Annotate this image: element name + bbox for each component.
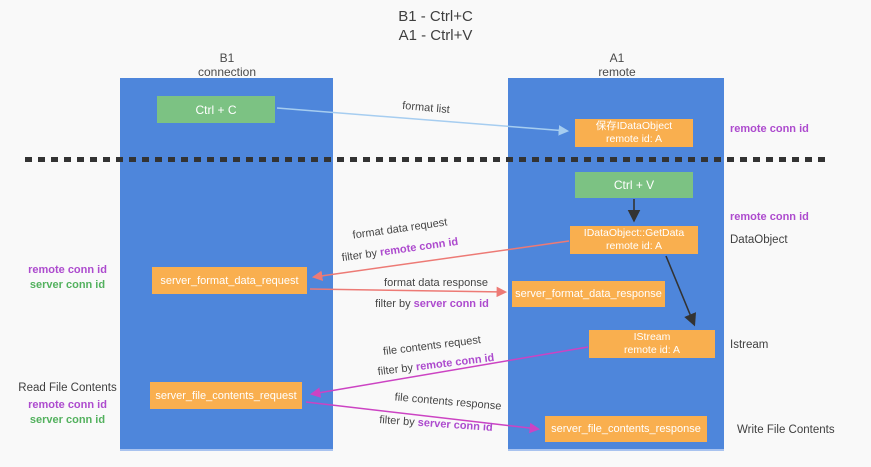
server-conn-id-text: server conn id: [413, 298, 489, 310]
phase-divider-dashed-line: [25, 157, 831, 162]
node-getdata-line1: IDataObject::GetData: [583, 227, 685, 239]
label-format-data-response: format data response: [384, 277, 488, 289]
label-filter-by-server-conn-id-1: filter by server conn id: [375, 298, 489, 310]
node-format-request-label: server_format_data_request: [160, 274, 299, 287]
lifeline-a1-role: remote: [598, 65, 636, 79]
node-server-file-contents-response: server_file_contents_response: [545, 416, 707, 442]
node-server-file-contents-request: server_file_contents_request: [150, 382, 302, 409]
label-server-conn-id-left-mid: server conn id: [29, 279, 106, 291]
node-server-format-data-request: server_format_data_request: [152, 267, 307, 294]
label-format-list: format list: [401, 99, 451, 117]
label-dataobject: DataObject: [730, 234, 788, 246]
node-format-response-label: server_format_data_response: [515, 288, 662, 300]
node-istream-line2: remote id: A: [623, 344, 681, 356]
node-save-idataobject: 保存IDataObject remote id: A: [575, 119, 693, 147]
node-istream-line1: IStream: [633, 331, 671, 343]
label-remote-conn-id-left-bottom: remote conn id: [28, 399, 107, 411]
filter-by-text: filter by: [377, 361, 417, 379]
node-ctrl-v-label: Ctrl + V: [613, 178, 655, 192]
node-getdata-line2: remote id: A: [605, 240, 663, 252]
label-read-file-contents: Read File Contents: [18, 382, 117, 394]
label-filter-by-server-conn-id-2: filter by server conn id: [379, 414, 493, 434]
node-idataobject-getdata: IDataObject::GetData remote id: A: [570, 226, 698, 254]
node-save-idataobject-line2: remote id: A: [605, 133, 663, 145]
label-file-contents-response: file contents response: [394, 391, 502, 413]
server-conn-id-text: server conn id: [417, 416, 494, 434]
node-server-format-data-response: server_format_data_response: [512, 281, 665, 307]
remote-conn-id-text: remote conn id: [379, 235, 459, 259]
node-ctrl-c-label: Ctrl + C: [195, 102, 237, 117]
filter-by-text: filter by: [378, 414, 419, 429]
label-server-conn-id-left-bottom: server conn id: [29, 414, 106, 426]
node-istream: IStream remote id: A: [589, 330, 715, 358]
node-ctrl-v: Ctrl + V: [575, 172, 693, 198]
format-data-response-arrow: [309, 286, 508, 298]
title-line-1: B1 - Ctrl+C: [398, 8, 473, 25]
label-remote-conn-id-right-mid: remote conn id: [730, 211, 809, 223]
diagram-title: B1 - Ctrl+C A1 - Ctrl+V: [0, 7, 871, 45]
node-file-request-label: server_file_contents_request: [155, 389, 297, 402]
title-line-2: A1 - Ctrl+V: [398, 27, 473, 44]
node-save-idataobject-line1: 保存IDataObject: [595, 120, 673, 132]
label-remote-conn-id-left-mid: remote conn id: [28, 264, 107, 276]
filter-by-text: filter by: [341, 246, 381, 265]
lifeline-b1-role: connection: [197, 65, 257, 79]
node-ctrl-c: Ctrl + C: [157, 96, 275, 123]
node-file-response-label: server_file_contents_response: [551, 423, 701, 435]
lifeline-a1-name: A1: [609, 51, 625, 65]
filter-by-text: filter by: [375, 298, 414, 310]
remote-conn-id-text: remote conn id: [415, 351, 495, 374]
label-write-file-contents: Write File Contents: [737, 424, 835, 436]
label-format-data-request: format data request: [351, 216, 449, 242]
lifeline-header-b1: B1 connection: [152, 51, 302, 79]
lifeline-b1-name: B1: [219, 51, 235, 65]
label-istream: Istream: [730, 339, 769, 351]
lifeline-header-a1: A1 remote: [542, 51, 692, 79]
label-remote-conn-id-right-top: remote conn id: [730, 123, 809, 135]
